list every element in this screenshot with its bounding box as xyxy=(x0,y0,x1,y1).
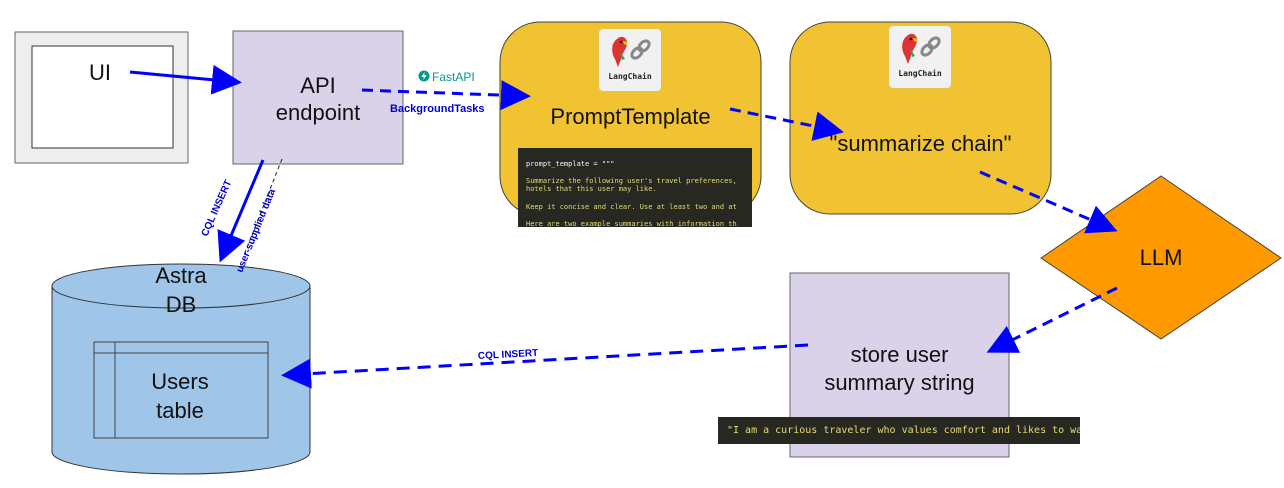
db-label-line1: Astra xyxy=(155,263,207,288)
parrot-chain-icon xyxy=(612,36,651,67)
store-label-line2: summary string xyxy=(824,370,975,395)
api-endpoint-label: API endpoint xyxy=(233,72,403,126)
summarize-chain-label: "summarize chain" xyxy=(829,131,1012,156)
ui-label: UI xyxy=(89,60,111,85)
langchain-badge-summarize: LangChain xyxy=(889,26,951,88)
api-label-line2: endpoint xyxy=(275,100,361,125)
cql-insert-store-label: CQL INSERT xyxy=(478,348,539,362)
arrow-ui-to-api xyxy=(129,64,242,95)
llm-label: LLM xyxy=(1139,245,1183,270)
arrow-api-to-db xyxy=(217,159,265,263)
llm-diamond xyxy=(1040,175,1282,340)
astra-db-label: Astra DB xyxy=(131,261,231,319)
api-label-line1: API xyxy=(300,73,336,98)
prompt-code-line xyxy=(526,194,752,203)
prompt-code-line: Summarize the following user's travel pr… xyxy=(526,176,737,185)
table-label-line1: Users xyxy=(151,369,209,394)
parrot-chain-icon xyxy=(902,33,941,64)
summarize-chain-box xyxy=(789,21,1052,215)
users-table-label: Users table xyxy=(130,367,230,425)
prompt-code-line xyxy=(526,168,752,177)
cql-insert-api-label: CQL INSERT xyxy=(200,179,235,239)
api-endpoint-box xyxy=(232,30,404,165)
arrow-user-supplied-data xyxy=(243,158,283,256)
prompt-code-line: Keep it concise and clear. Use at least … xyxy=(526,202,737,211)
store-summary-label: store user summary string xyxy=(790,341,1009,397)
db-label-line2: DB xyxy=(165,292,197,317)
langchain-badge-prompt: LangChain xyxy=(599,29,661,91)
prompt-code-line xyxy=(526,211,752,220)
fastapi-label: FastAPI xyxy=(432,70,475,84)
langchain-badge-label: LangChain xyxy=(898,69,942,78)
prompt-code-line: hotels that this user may like. xyxy=(526,185,657,194)
arrow-llm-to-store xyxy=(986,286,1118,353)
user-supplied-data-label: user-supplied data xyxy=(235,187,279,274)
users-table-shape xyxy=(93,341,269,439)
store-label-line1: store user xyxy=(850,342,949,367)
table-label-line2: table xyxy=(156,398,204,423)
prompt-code-line: prompt_template = """ xyxy=(526,159,615,168)
arrow-api-to-prompt xyxy=(361,80,531,111)
prompt-code-line: Here are two example summaries with info… xyxy=(526,219,737,227)
arrow-store-to-db xyxy=(281,343,809,389)
ui-inner-screen xyxy=(31,45,174,149)
background-tasks-label: BackgroundTasks xyxy=(390,103,485,115)
summary-output-snippet: "I am a curious traveler who values comf… xyxy=(718,417,1080,444)
langchain-badge-label: LangChain xyxy=(608,72,652,81)
prompt-code-snippet: prompt_template = """ Summarize the foll… xyxy=(518,148,752,227)
arrow-prompt-to-summarize xyxy=(729,107,844,141)
fastapi-logo-icon xyxy=(418,70,430,82)
prompt-template-label: PromptTemplate xyxy=(550,104,711,129)
arrow-summarize-to-llm xyxy=(979,170,1118,234)
